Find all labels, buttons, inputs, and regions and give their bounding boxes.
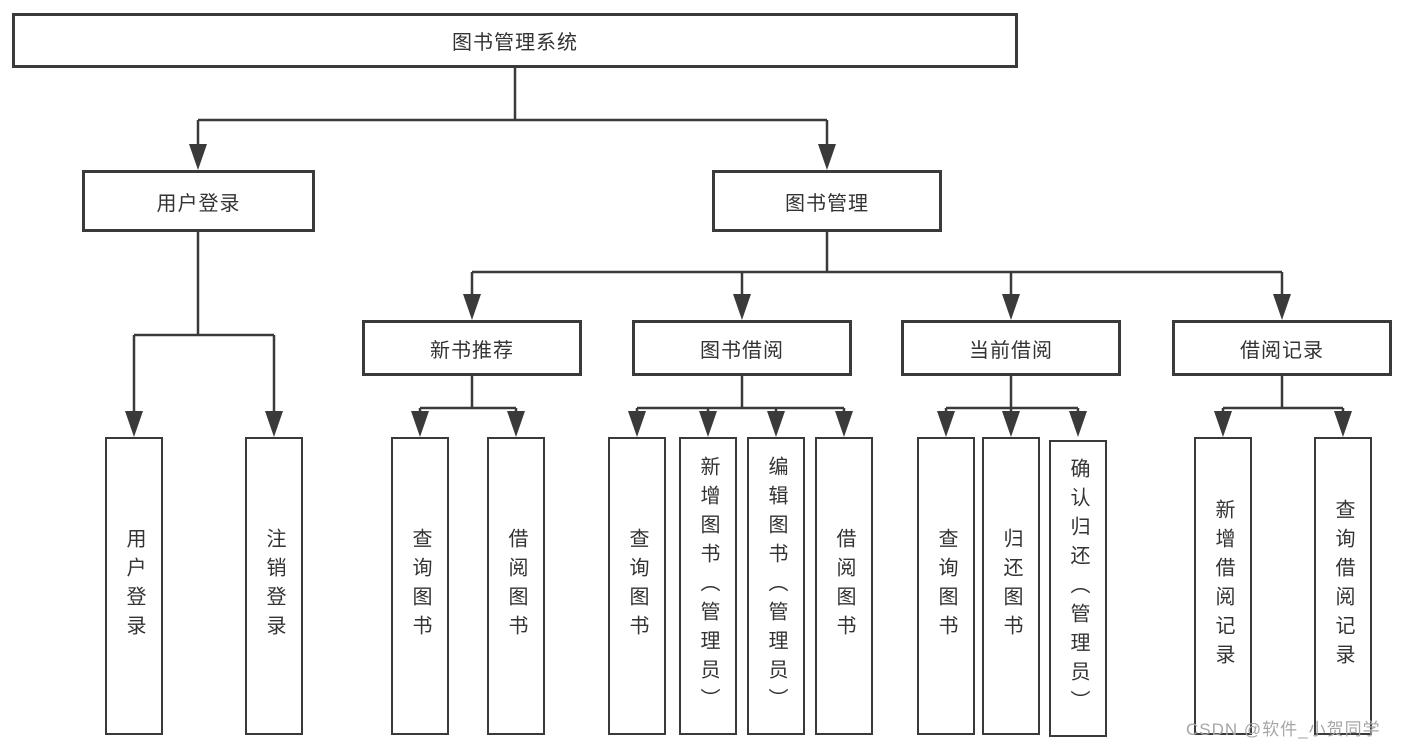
arrowhead [767,411,785,437]
arrowhead [1069,411,1087,437]
node-label: 查询图书 [409,528,431,644]
leaf-logout: 注销登录 [245,437,303,735]
arrowhead [818,144,836,170]
arrowhead [1002,294,1020,320]
node-label: 图书管理系统 [452,32,578,54]
arrowhead [628,411,646,437]
connector-records-children [1221,376,1345,417]
node-label: 确认归还（管理员） [1067,458,1089,719]
leaf-add-borrow-record: 新增借阅记录 [1194,437,1252,735]
node-label: 借阅图书 [505,528,527,644]
connector-recommend-children [418,376,518,417]
node-label: 新增图书（管理员） [697,455,719,717]
connector-user-login-children [132,232,276,417]
leaf-query-books-borrow: 查询图书 [608,437,666,735]
arrowhead [1273,294,1291,320]
arrowhead [937,411,955,437]
arrowhead [507,411,525,437]
node-borrowing-records: 借阅记录 [1172,320,1392,376]
arrowhead [125,411,143,437]
leaf-query-books-current: 查询图书 [917,437,975,735]
node-label: 归还图书 [1000,528,1022,644]
node-label: 查询图书 [626,528,648,644]
node-label: 图书管理 [785,192,869,215]
leaf-query-books-recommend: 查询图书 [391,437,449,735]
arrowhead [1002,411,1020,437]
arrowhead [1214,411,1232,437]
node-label: 注销登录 [263,528,285,644]
leaf-edit-book-admin: 编辑图书（管理员） [747,437,805,735]
node-label: 编辑图书（管理员） [765,455,787,717]
arrowhead [699,411,717,437]
node-label: 当前借阅 [969,339,1053,362]
arrowhead [265,411,283,437]
node-library-system: 图书管理系统 [12,13,1018,68]
node-label: 查询借阅记录 [1332,499,1354,673]
node-label: 查询图书 [935,528,957,644]
leaf-return-book: 归还图书 [982,437,1040,735]
leaf-confirm-return-admin: 确认归还（管理员） [1049,440,1107,737]
connector-borrow-children [635,376,846,417]
arrowhead [463,294,481,320]
arrowhead [733,294,751,320]
leaf-add-book-admin: 新增图书（管理员） [679,437,737,735]
node-current-borrowing: 当前借阅 [901,320,1121,376]
connector-book-management-children [470,232,1284,300]
node-book-borrowing: 图书借阅 [632,320,852,376]
arrowhead [1334,411,1352,437]
csdn-watermark: CSDN @软件_小贺同学 [1186,720,1381,739]
node-label: 用户登录 [123,528,145,644]
arrowhead [189,144,207,170]
node-new-book-recommendation: 新书推荐 [362,320,582,376]
leaf-user-login: 用户登录 [105,437,163,735]
node-label: 用户登录 [156,192,241,215]
node-user-login: 用户登录 [82,170,315,232]
leaf-query-borrow-record: 查询借阅记录 [1314,437,1372,735]
connector-root-to-level2 [196,68,829,150]
node-book-management: 图书管理 [712,170,942,232]
connector-current-children [944,376,1080,417]
arrowhead [835,411,853,437]
node-label: 图书借阅 [700,339,784,362]
leaf-borrow-books-borrow: 借阅图书 [815,437,873,735]
node-label: 借阅图书 [833,528,855,644]
arrowhead [411,411,429,437]
node-label: 新书推荐 [430,339,514,362]
node-label: 借阅记录 [1240,339,1324,362]
leaf-borrow-books-recommend: 借阅图书 [487,437,545,735]
node-label: 新增借阅记录 [1212,499,1234,673]
